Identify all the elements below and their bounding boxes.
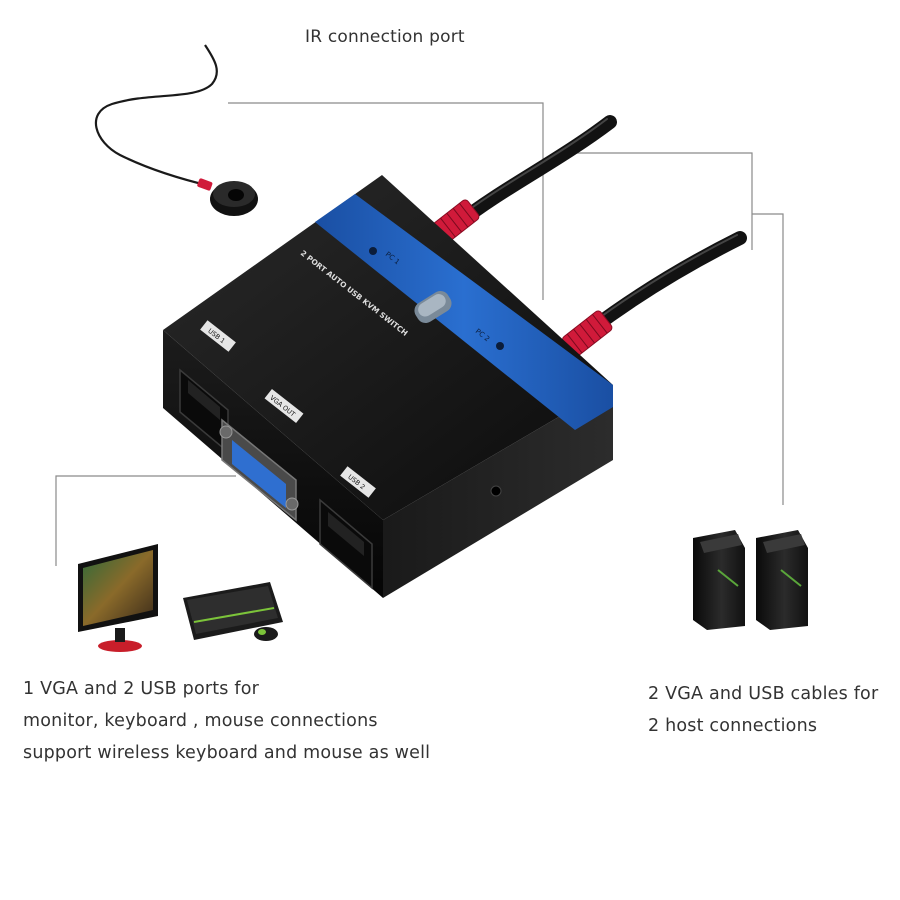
caption-line: 1 VGA and 2 USB ports for — [23, 679, 260, 699]
peripherals — [78, 544, 283, 652]
host-computers — [693, 530, 808, 630]
switch-top-face — [163, 175, 613, 520]
host-connections-caption: 2 VGA and USB cables for 2 host connecti… — [648, 678, 878, 742]
usb-port-2[interactable] — [319, 498, 373, 590]
caption-line: support wireless keyboard and mouse as w… — [23, 743, 431, 763]
ir-port-label: IR connection port — [305, 27, 465, 47]
ir-leader-line — [228, 102, 544, 300]
host-tower-1 — [693, 530, 745, 630]
vga-port[interactable] — [219, 418, 299, 522]
caption-line: 2 host connections — [648, 716, 818, 736]
host-tower-2 — [756, 530, 808, 630]
caption-line: 2 VGA and USB cables for — [648, 684, 879, 704]
caption-line: monitor, keyboard , mouse connections — [23, 711, 378, 731]
host2-leader-line — [752, 213, 784, 505]
peripheral-connections-caption: 1 VGA and 2 USB ports for monitor, keybo… — [23, 673, 430, 769]
select-button[interactable] — [411, 288, 455, 327]
kvm-switch: 2 PORT AUTO USB KVM SWITCH PC 1 PC 2 USB… — [163, 175, 613, 598]
peripheral-leader-line — [55, 475, 236, 566]
ir-receiver — [94, 44, 258, 216]
accent-band — [315, 194, 613, 430]
side-screw — [490, 485, 502, 497]
monitor-illustration — [78, 544, 158, 652]
mouse-illustration — [254, 627, 278, 641]
keyboard-illustration — [183, 582, 283, 640]
host1-leader-line — [562, 152, 753, 250]
leader-lines — [55, 102, 784, 566]
